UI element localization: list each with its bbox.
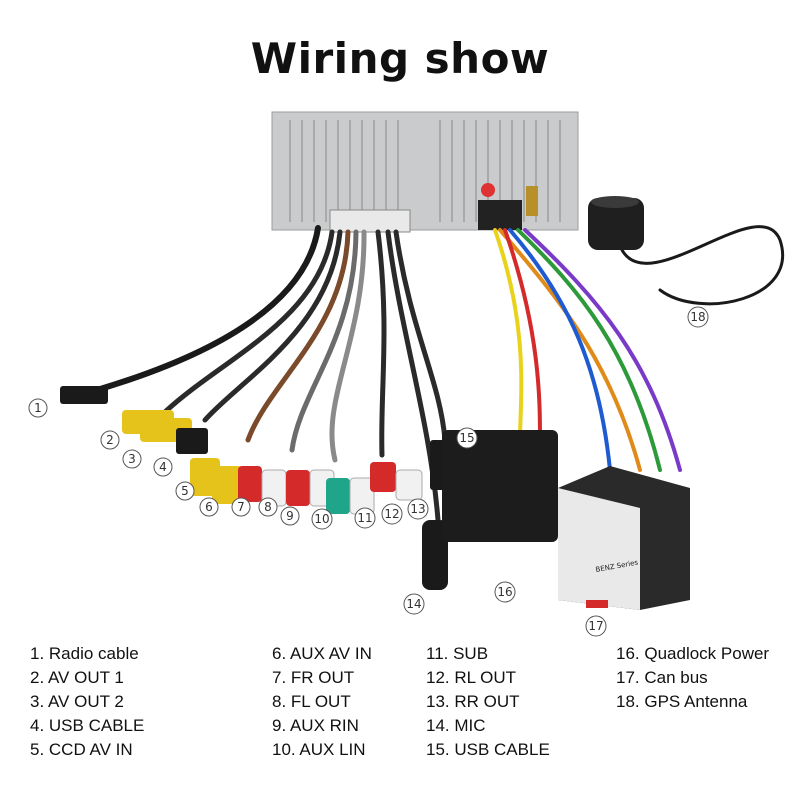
legend-item: 16. Quadlock Power	[616, 644, 770, 663]
legend: 1. Radio cable 2. AV OUT 1 3. AV OUT 2 4…	[0, 642, 800, 792]
connectors	[60, 386, 558, 590]
legend-item: 1. Radio cable	[30, 644, 139, 663]
callout-1: 1	[28, 398, 48, 418]
legend-column-2: 6. AUX AV IN 7. FR OUT 8. FL OUT 9. AUX …	[272, 642, 372, 762]
legend-column-3: 11. SUB 12. RL OUT 13. RR OUT 14. MIC 15…	[426, 642, 550, 762]
legend-item: 7. FR OUT	[272, 668, 355, 687]
cables	[87, 225, 784, 523]
svg-text:8: 8	[264, 500, 272, 514]
legend-column-4: 16. Quadlock Power 17. Can bus 18. GPS A…	[616, 642, 769, 714]
callout-12: 12	[381, 503, 403, 525]
legend-item: 15. USB CABLE	[426, 740, 550, 759]
callout-14: 14	[403, 593, 425, 615]
legend-item: 6. AUX AV IN	[272, 644, 372, 663]
callout-9: 9	[280, 506, 300, 526]
legend-item: 11. SUB	[426, 644, 489, 663]
legend-item: 3. AV OUT 2	[30, 692, 124, 711]
callout-4: 4	[153, 457, 173, 477]
legend-item: 18. GPS Antenna	[616, 692, 748, 711]
svg-text:13: 13	[410, 502, 425, 516]
svg-text:18: 18	[690, 310, 705, 324]
callout-3: 3	[122, 449, 142, 469]
svg-text:14: 14	[406, 597, 421, 611]
wiring-photo: BENZ Series 1 2 3 4 5 6 7 8 9 10 11 12 1…	[28, 111, 784, 637]
svg-text:7: 7	[237, 500, 245, 514]
legend-item: 12. RL OUT	[426, 668, 517, 687]
gps-antenna	[588, 196, 644, 250]
callout-18: 18	[687, 306, 709, 328]
legend-item: 5. CCD AV IN	[30, 740, 133, 759]
callout-13: 13	[407, 498, 429, 520]
legend-item: 2. AV OUT 1	[30, 668, 124, 687]
svg-text:2: 2	[106, 433, 114, 447]
legend-item: 8. FL OUT	[272, 692, 351, 711]
svg-text:1: 1	[34, 401, 42, 415]
svg-text:3: 3	[128, 452, 136, 466]
callouts: 1 2 3 4 5 6 7 8 9 10 11 12 13 14 15 16 1…	[28, 306, 709, 637]
svg-text:9: 9	[286, 509, 294, 523]
callout-6: 6	[199, 497, 219, 517]
svg-text:5: 5	[181, 484, 189, 498]
can-bus-box: BENZ Series	[558, 466, 690, 610]
legend-item: 14. MIC	[426, 716, 486, 735]
callout-10: 10	[311, 508, 333, 530]
page-title: Wiring show	[250, 34, 550, 83]
svg-text:12: 12	[384, 507, 399, 521]
callout-2: 2	[100, 430, 120, 450]
head-unit	[271, 111, 579, 233]
callout-7: 7	[231, 497, 251, 517]
legend-item: 10. AUX LIN	[272, 740, 366, 759]
legend-item: 4. USB CABLE	[30, 716, 145, 735]
callout-8: 8	[258, 497, 278, 517]
svg-text:17: 17	[588, 619, 603, 633]
svg-text:6: 6	[205, 500, 213, 514]
svg-text:15: 15	[459, 431, 474, 445]
callout-16: 16	[494, 581, 516, 603]
legend-item: 17. Can bus	[616, 668, 708, 687]
callout-11: 11	[354, 507, 376, 529]
svg-text:4: 4	[159, 460, 167, 474]
legend-item: 9. AUX RIN	[272, 716, 359, 735]
svg-text:16: 16	[497, 585, 512, 599]
callout-15: 15	[456, 427, 478, 449]
legend-item: 13. RR OUT	[426, 692, 520, 711]
legend-column-1: 1. Radio cable 2. AV OUT 1 3. AV OUT 2 4…	[30, 642, 144, 762]
svg-text:10: 10	[314, 512, 329, 526]
callout-5: 5	[175, 481, 195, 501]
svg-text:11: 11	[357, 511, 372, 525]
callout-17: 17	[585, 615, 607, 637]
